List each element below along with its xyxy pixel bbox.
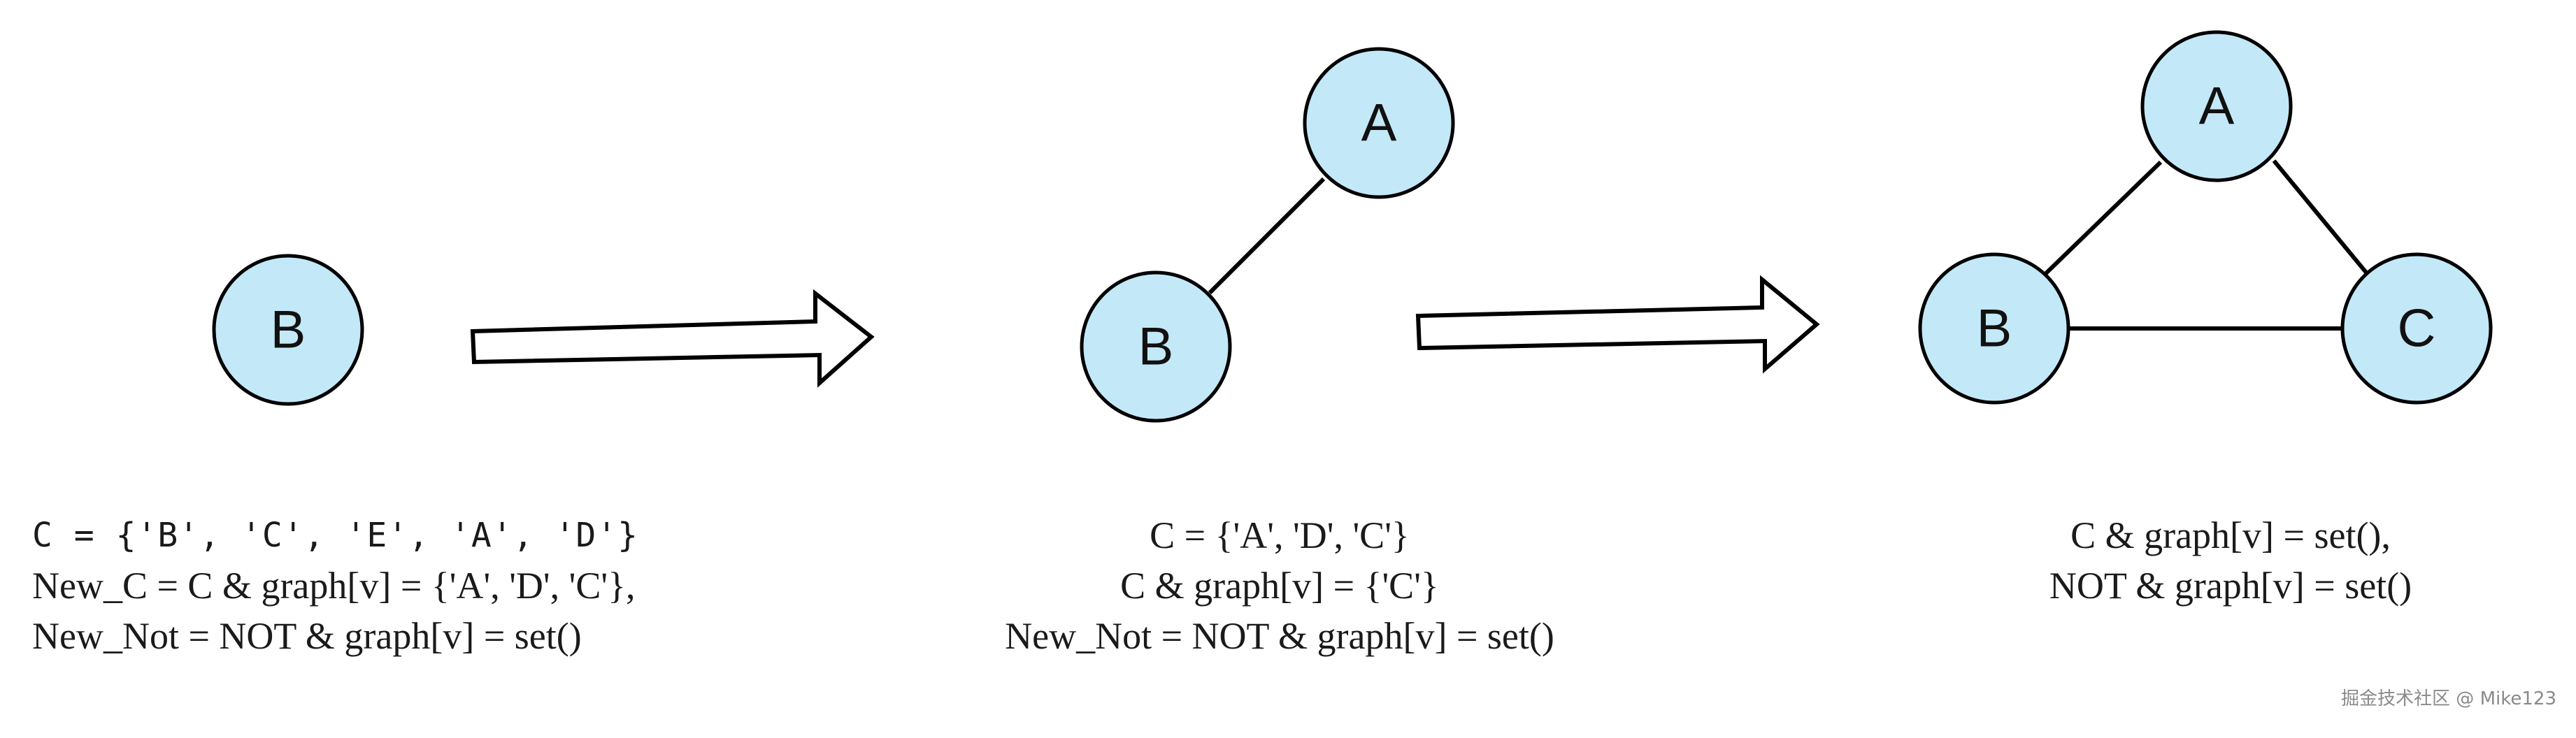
watermark: 掘金技术社区 @ Mike123	[2341, 688, 2556, 709]
stage-3-node-c	[2340, 252, 2493, 405]
stage-2-edge-a-b	[1208, 177, 1326, 295]
stage-3-node-b	[1918, 252, 2070, 405]
stage-1-caption-line-3: New_Not = NOT & graph[v] = set()	[32, 615, 582, 657]
stage-3-node-b-label: B	[1977, 299, 2012, 359]
stage-2-caption-line-3: New_Not = NOT & graph[v] = set()	[1005, 615, 1554, 657]
stage-2-caption-line-1: C = {'A', 'D', 'C'}	[1150, 514, 1410, 556]
transition-arrow-2	[1415, 275, 1820, 374]
stage-3-edge-a-c	[2272, 159, 2368, 274]
stage-1-caption-line-1: C = {'B', 'C', 'E', 'A', 'D'}	[32, 516, 639, 555]
stage-3-graph: A B C	[1918, 30, 2493, 405]
stage-3-caption: C & graph[v] = set(), NOT & graph[v] = s…	[1958, 510, 2503, 611]
stage-3-caption-line-1: C & graph[v] = set(),	[2070, 514, 2391, 556]
stage-3-node-c-label: C	[2398, 299, 2436, 359]
stage-1-node-b	[212, 254, 364, 406]
stage-3-node-a-label: A	[2199, 77, 2235, 136]
stage-2-node-a	[1303, 47, 1455, 199]
stage-2-caption: C = {'A', 'D', 'C'} C & graph[v] = {'C'}…	[972, 510, 1587, 661]
stage-2-graph: A B	[1080, 47, 1455, 423]
stage-2-node-a-label: A	[1361, 94, 1397, 153]
stage-1-graph: B	[212, 254, 364, 406]
stage-3-edge-a-b	[2043, 160, 2163, 276]
stage-2-node-b-label: B	[1138, 317, 1174, 377]
transition-arrow-1	[470, 289, 875, 388]
stage-1-caption-line-2: New_C = C & graph[v] = {'A', 'D', 'C'},	[32, 565, 636, 607]
stage-1-node-b-label: B	[271, 301, 306, 360]
stage-2-caption-line-2: C & graph[v] = {'C'}	[1120, 565, 1439, 607]
stage-3-caption-line-2: NOT & graph[v] = set()	[2049, 565, 2412, 607]
stage-2-node-b	[1080, 270, 1232, 423]
stage-3-node-a	[2140, 30, 2293, 182]
stage-1-caption: C = {'B', 'C', 'E', 'A', 'D'} New_C = C …	[32, 510, 638, 661]
